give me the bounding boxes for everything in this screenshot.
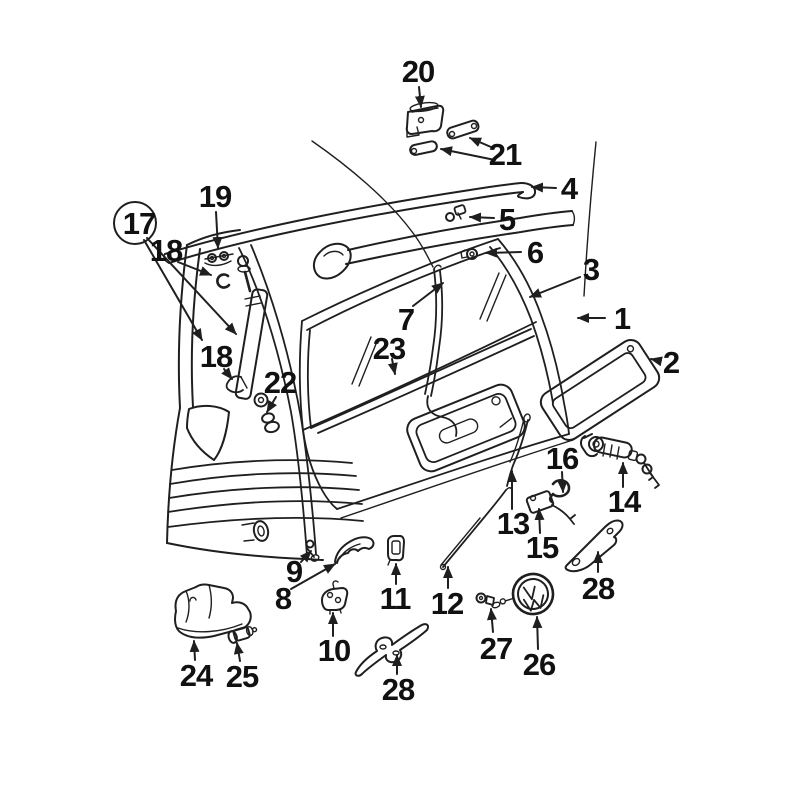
callout-arrow-27	[486, 608, 497, 633]
license-plate-recess	[406, 383, 526, 473]
callout-label-7: 7	[398, 302, 414, 337]
callout-arrow-4	[531, 182, 557, 193]
callout-arrow-21	[440, 146, 496, 161]
callout-label-23: 23	[373, 331, 406, 366]
lock-rod-12	[439, 487, 513, 571]
clip-5	[445, 204, 467, 222]
callout-label-1: 1	[614, 301, 631, 336]
callout-arrow-9	[299, 550, 312, 563]
nut-6	[460, 248, 478, 260]
callout-label-24: 24	[180, 658, 214, 693]
callout-label-27: 27	[480, 631, 512, 666]
callout-label-14: 14	[608, 484, 642, 519]
window-seal	[302, 321, 537, 431]
lock-actuator-15	[525, 490, 576, 525]
callout-arrow-16	[557, 471, 568, 493]
callout-label-3: 3	[583, 252, 600, 287]
callout-label-18: 18	[150, 233, 183, 268]
callout-arrow-7	[412, 282, 444, 307]
callout-label-25: 25	[226, 659, 259, 694]
callout-label-4: 4	[561, 171, 579, 206]
bumper-end-cap	[241, 520, 270, 542]
callout-arrow-21	[469, 137, 492, 148]
vw-emblem-v	[522, 585, 536, 601]
callout-label-8: 8	[275, 581, 292, 616]
spoiler-moulding-lower	[312, 210, 576, 280]
bracket-10	[321, 580, 349, 615]
lock-rod-13	[506, 413, 531, 487]
glass-hatching	[351, 336, 379, 387]
callout-arrow-23	[387, 358, 398, 375]
bolt-27	[475, 592, 501, 609]
striker-25	[227, 625, 258, 644]
callout-arrow-2	[650, 356, 663, 367]
callout-arrow-15	[534, 508, 545, 534]
hinge-20	[405, 101, 445, 138]
handle-housing-8	[334, 536, 375, 564]
callout-arrow-24	[189, 640, 200, 661]
callout-label-21: 21	[489, 137, 522, 172]
highlight-ring	[113, 201, 157, 245]
lock-cylinder-14	[580, 433, 639, 462]
license-lamp-housing-2	[539, 338, 661, 442]
callout-arrow-19	[212, 211, 223, 249]
callout-label-9: 9	[286, 554, 303, 589]
callout-label-20: 20	[402, 54, 434, 89]
callout-label-17: 17	[123, 206, 155, 241]
callout-label-13: 13	[497, 506, 530, 541]
callout-arrow-17	[143, 239, 203, 341]
callout-arrow-5	[469, 212, 495, 223]
vw-emblem-w	[522, 594, 545, 612]
latch-24	[174, 583, 252, 639]
callout-label-5: 5	[499, 202, 516, 237]
bracket-11	[387, 535, 405, 566]
callout-label-15: 15	[526, 530, 559, 565]
aerial-line	[311, 140, 597, 297]
callout-arrow-18	[177, 261, 212, 276]
vw-emblem-26	[499, 572, 555, 616]
callout-label-26: 26	[523, 647, 556, 682]
hinge-bolts-19	[204, 251, 234, 267]
callout-label-2: 2	[663, 345, 679, 380]
hinge-plates-21	[409, 119, 480, 156]
hook-16	[548, 478, 571, 504]
callout-arrow-22	[266, 396, 277, 413]
callout-arrow-17	[146, 237, 237, 335]
tailgate-outline	[298, 238, 574, 519]
badge-bracket-28-right	[564, 519, 624, 573]
callout-arrow-3	[529, 276, 581, 298]
callout-arrow-6	[485, 247, 522, 258]
callout-arrow-26	[532, 616, 543, 650]
callout-label-19: 19	[199, 179, 232, 214]
spoiler-moulding-upper	[163, 182, 537, 264]
callout-label-10: 10	[318, 633, 350, 668]
callout-label-18: 18	[200, 339, 233, 374]
grommet-22	[261, 412, 280, 434]
callout-arrow-25	[233, 642, 244, 662]
washer-hose	[424, 264, 458, 437]
callout-arrow-20	[414, 86, 425, 108]
callout-label-28: 28	[382, 672, 415, 707]
callout-arrow-18	[221, 367, 233, 380]
callout-label-12: 12	[431, 586, 463, 621]
callout-arrow-8	[290, 563, 336, 590]
script-badge-28-bottom	[354, 623, 430, 677]
keys	[635, 453, 660, 489]
callout-label-11: 11	[380, 581, 412, 616]
callout-label-16: 16	[546, 441, 579, 476]
strut-lower-clip	[225, 375, 248, 394]
callout-label-28: 28	[582, 571, 615, 606]
callout-label-6: 6	[527, 235, 544, 270]
callout-label-22: 22	[264, 365, 296, 400]
strut-upper-clip	[216, 273, 231, 289]
